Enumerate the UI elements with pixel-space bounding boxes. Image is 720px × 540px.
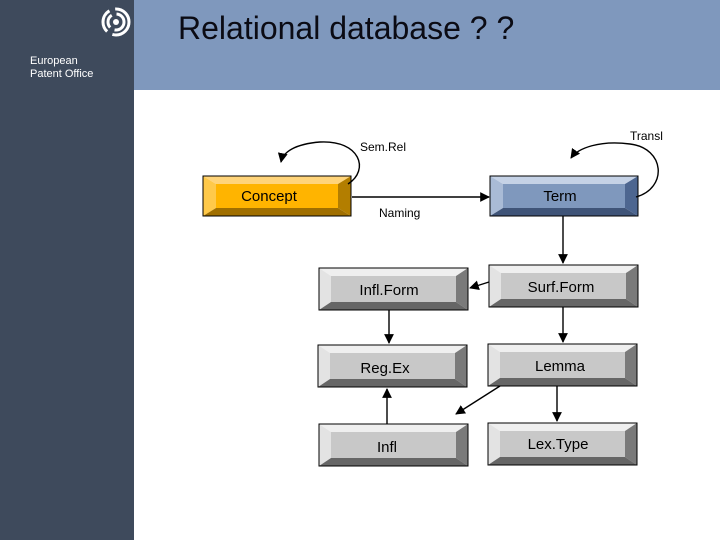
logo-area: European Patent Office — [0, 0, 134, 90]
semrel-label: Sem.Rel — [360, 140, 406, 154]
inflform-label: Infl.Form — [359, 282, 418, 299]
term-node: Term — [489, 175, 639, 217]
lemma-node: Lemma — [487, 343, 638, 387]
sidebar-panel — [0, 0, 134, 540]
concept-node: Concept — [202, 175, 352, 217]
transl-label: Transl — [630, 129, 663, 143]
concept-label: Concept — [241, 188, 298, 205]
org-name-line2: Patent Office — [30, 68, 94, 80]
regex-node: Reg.Ex — [317, 344, 468, 388]
epo-logo-icon — [101, 7, 131, 37]
regex-label: Reg.Ex — [360, 360, 410, 377]
infl-node: Infl — [318, 423, 469, 467]
organization-name: European Patent Office — [30, 55, 93, 81]
surfform-to-inflform-arrow — [469, 280, 490, 291]
lextype-node: Lex.Type — [487, 422, 638, 466]
page-title: Relational database ? ? — [178, 10, 515, 46]
lemma-label: Lemma — [535, 358, 586, 375]
naming-label: Naming — [379, 206, 420, 220]
header-band — [134, 0, 720, 90]
semrel-loop-arrow — [277, 141, 360, 185]
inflform-node: Infl.Form — [318, 267, 469, 311]
surfform-node: Surf.Form — [488, 264, 639, 308]
transl-loop-arrow — [570, 142, 659, 198]
org-name-line1: European — [30, 55, 78, 67]
lextype-label: Lex.Type — [528, 436, 589, 453]
surfform-label: Surf.Form — [528, 279, 595, 296]
lemma-to-infl-arrow — [455, 385, 501, 415]
infl-label: Infl — [377, 439, 397, 456]
term-label: Term — [543, 188, 576, 205]
